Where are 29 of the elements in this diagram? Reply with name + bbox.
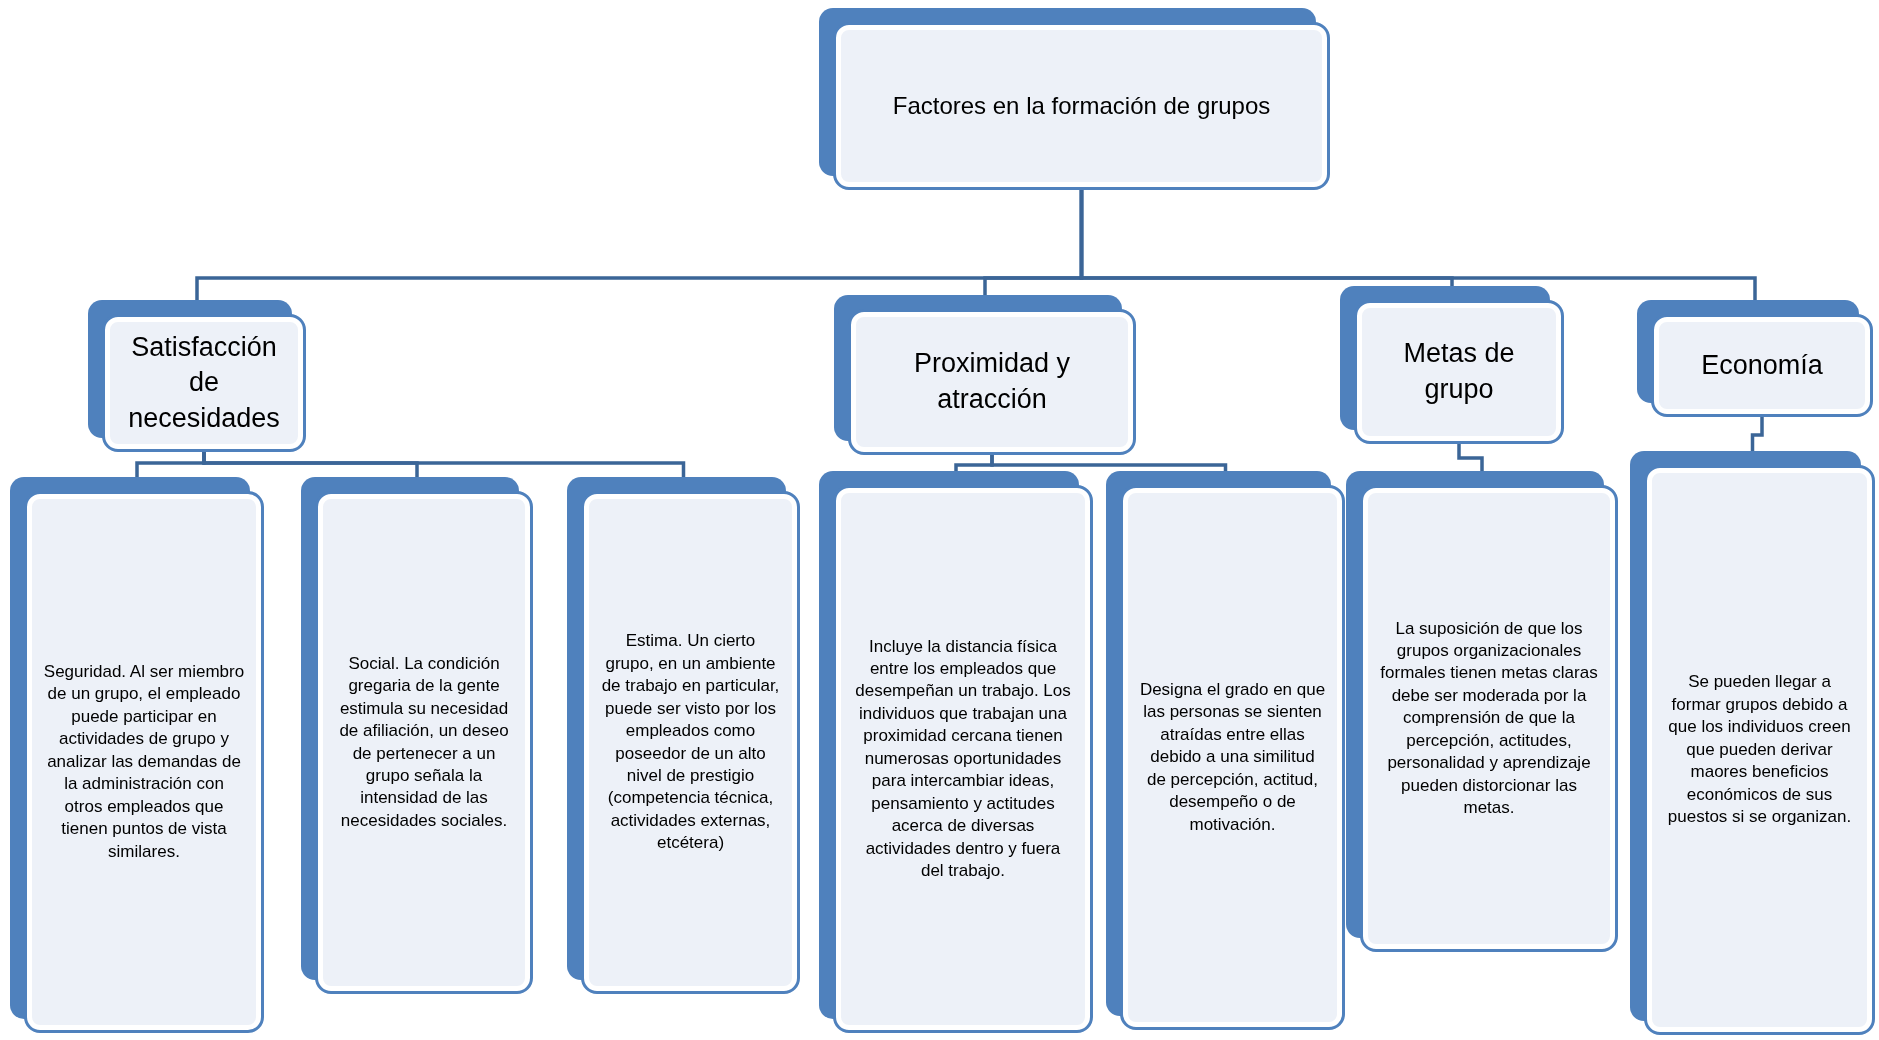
- process-box: [819, 8, 1330, 190]
- heading-text: Factores en la formación de grupos: [892, 91, 1271, 122]
- process-box: [1340, 286, 1564, 444]
- process-box: [301, 477, 533, 994]
- heading-text: Economía: [1701, 348, 1823, 382]
- description-text: Estima. Un cierto grupo, en un ambiente de trabajo en particular, puede ser visto por los empleados como poseedor de un alto nivel de prestigio (competencia técnica, actividades externas, etcétera): [600, 630, 781, 855]
- description-text: Designa el grado en que las personas se sienten atraídas entre ellas debido a una similitud de percepción, actitud, desempeño o de motivación.: [1139, 678, 1326, 836]
- connector-line: [990, 455, 1228, 471]
- description-text: Se pueden llegar a formar grupos debido a que los individuos creen que pueden derivar maores beneficios económicos de sus puestos si se organizan.: [1666, 671, 1853, 829]
- connector-line: [1079, 190, 1757, 300]
- process-box: [819, 471, 1093, 1033]
- description-text: La suposición de que los grupos organizacionales formales tienen metas claras debe ser moderada por la comprensión de que la percepción, actitudes, personalidad y aprendizaje pueden distorcionar las metas.: [1379, 617, 1599, 820]
- description-text: Incluye la distancia física entre los empleados que desempeñan un trabajo. Los individuos que trabajan una proximidad cercana tienen numerosas oportunidades para intercambiar ideas, pensamiento y actitudes acerca de diversas actividades dentro y fuera del trabajo.: [854, 635, 1072, 882]
- connector-line: [1750, 417, 1764, 451]
- heading-text: Proximidad y atracción: [912, 347, 1072, 416]
- process-box: [10, 477, 264, 1033]
- process-box: [1106, 471, 1345, 1030]
- process-box: [1630, 451, 1875, 1035]
- heading-text: Metas de grupo: [1402, 337, 1516, 406]
- process-box: [834, 295, 1136, 455]
- process-box: [1637, 300, 1873, 417]
- connector-line: [1457, 444, 1484, 471]
- heading-text: Satisfacción de necesidades: [127, 330, 281, 435]
- process-box: [567, 477, 800, 994]
- description-text: Social. La condición gregaria de la gente estimula su necesidad de afiliación, un deseo de pertenecer a un grupo señala la intensidad de las necesidades sociales.: [338, 652, 510, 832]
- process-box: [1346, 471, 1618, 952]
- connector-line: [202, 452, 686, 477]
- process-box: [88, 300, 306, 452]
- description-text: Seguridad. Al ser miembro de un grupo, el empleado puede participar en actividades de grupo y analizar las demandas de la administración con otros empleados que tienen puntos de vista similares.: [43, 661, 245, 863]
